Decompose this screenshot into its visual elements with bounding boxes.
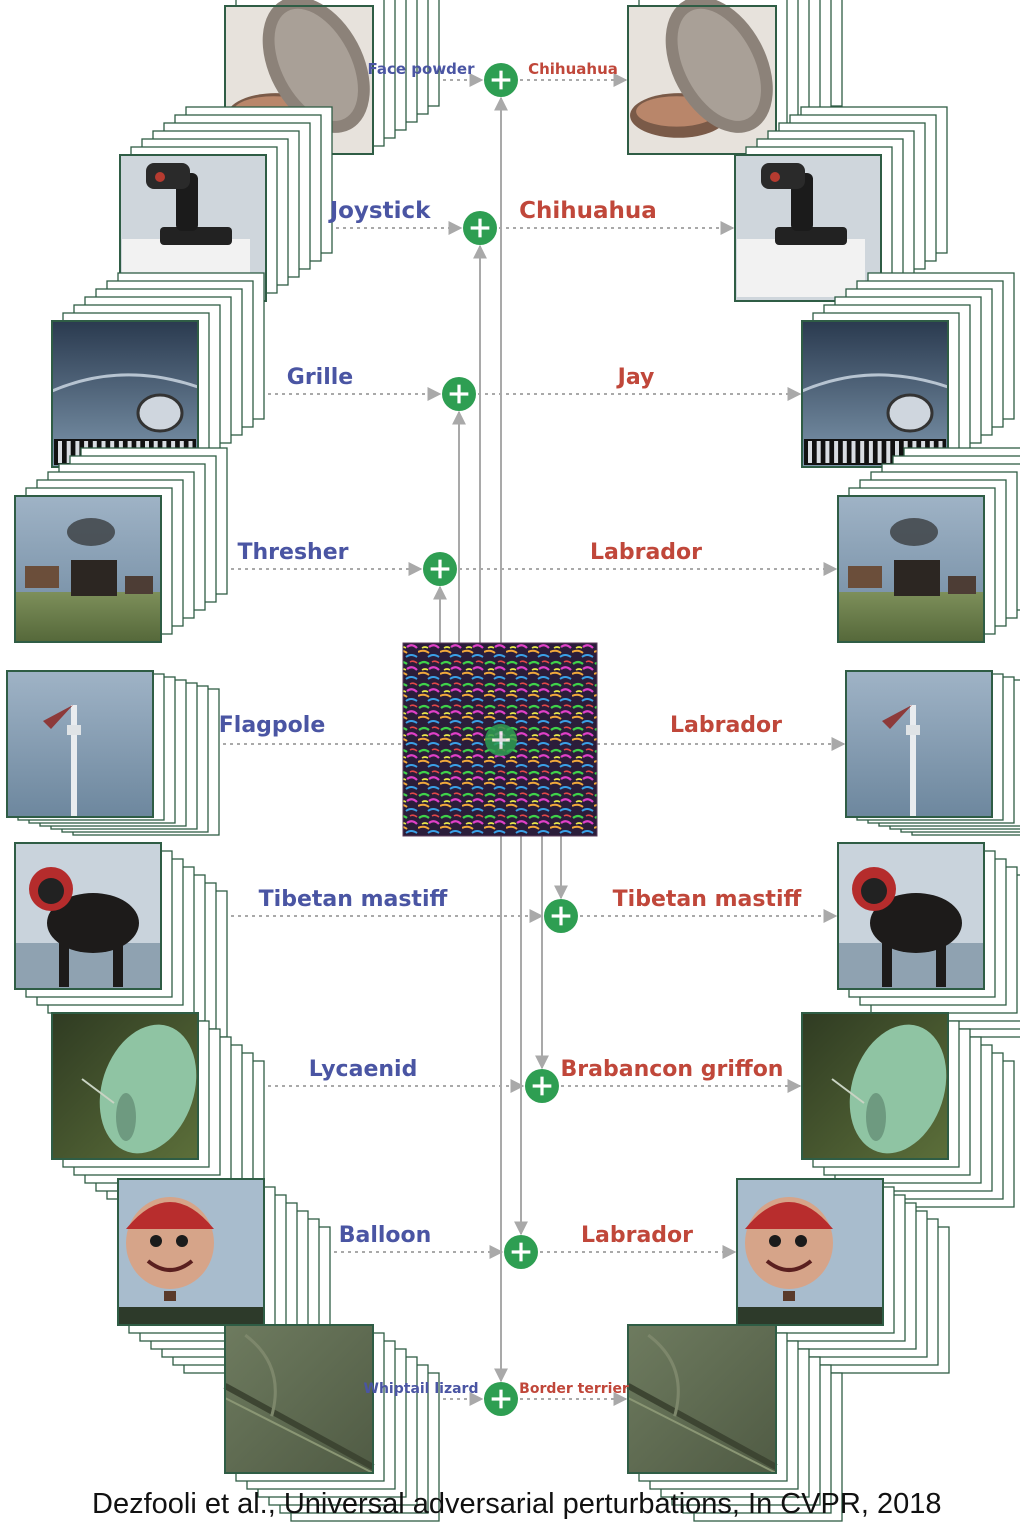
image-border — [734, 154, 882, 302]
plus-icon — [463, 211, 497, 245]
image-border — [627, 1324, 777, 1474]
original-image-stack — [14, 447, 228, 643]
original-image-lycaenid — [52, 1013, 198, 1159]
image-border — [224, 1324, 374, 1474]
original-label: Thresher — [238, 540, 349, 565]
original-label: Whiptail lizard — [364, 1381, 479, 1397]
perturbed-image-thresher — [838, 496, 984, 642]
frame-stacks — [6, 0, 1020, 1522]
perturbed-label: Labrador — [670, 713, 782, 738]
original-image-stack — [119, 106, 333, 302]
plus-icon — [525, 1069, 559, 1103]
plus-icon — [442, 377, 476, 411]
perturbed-image-stack — [801, 1012, 1015, 1208]
perturbed-label: Labrador — [581, 1223, 693, 1248]
perturbed-image-grille — [801, 321, 949, 467]
perturbed-image-face-powder — [628, 0, 776, 154]
plus-icon — [544, 899, 578, 933]
image-border — [801, 1012, 949, 1160]
image-border — [801, 320, 949, 468]
original-image-stack — [14, 842, 228, 1038]
original-image-flagpole — [7, 671, 153, 817]
perturbed-label: Chihuahua — [528, 60, 618, 78]
original-image-whiptail — [223, 1325, 375, 1474]
perturbed-image-joystick — [735, 155, 881, 301]
plus-icon — [484, 1382, 518, 1416]
original-image-stack — [51, 272, 265, 468]
perturbed-label: Chihuahua — [519, 198, 657, 224]
image-border — [845, 670, 993, 818]
image-border — [51, 1012, 199, 1160]
original-image-stack — [223, 1324, 440, 1522]
citation: Dezfooli et al., Universal adversarial p… — [92, 1488, 942, 1520]
perturbed-image-stack — [626, 1324, 843, 1522]
original-label: Flagpole — [219, 713, 326, 738]
perturbed-label: Brabancon griffon — [561, 1057, 784, 1082]
original-image-stack — [6, 670, 220, 836]
original-label: Lycaenid — [309, 1057, 418, 1082]
perturbed-image-whiptail — [626, 1325, 778, 1474]
perturbed-image-lycaenid — [802, 1013, 948, 1159]
plus-icon — [484, 63, 518, 97]
image-border — [736, 1178, 884, 1326]
perturbed-image-stack — [627, 0, 843, 155]
image-border — [627, 5, 777, 155]
image-border — [14, 495, 162, 643]
image-border — [837, 842, 985, 990]
original-label: Balloon — [339, 1223, 432, 1248]
image-border — [117, 1178, 265, 1326]
original-image-mastiff — [15, 843, 161, 989]
original-label: Face powder — [368, 60, 476, 78]
perturbed-image-mastiff — [838, 843, 984, 989]
original-label: Tibetan mastiff — [259, 887, 449, 912]
plus-layer — [423, 63, 578, 1416]
plus-icon — [504, 1235, 538, 1269]
original-label: Joystick — [328, 198, 432, 224]
image-border — [837, 495, 985, 643]
perturbed-label: Tibetan mastiff — [613, 887, 803, 912]
perturbed-image-stack — [837, 842, 1020, 1038]
plus-icon — [423, 552, 457, 586]
perturbed-label: Border terrier — [519, 1381, 629, 1397]
original-image-thresher — [15, 496, 161, 642]
perturbed-image-stack — [837, 447, 1020, 643]
perturbed-image-stack — [734, 106, 948, 302]
image-border — [6, 670, 154, 818]
perturbed-image-stack — [801, 272, 1015, 468]
original-image-grille — [51, 321, 199, 467]
perturbed-image-stack — [845, 670, 1020, 836]
image-border — [14, 842, 162, 990]
perturbed-image-flagpole — [846, 671, 992, 817]
original-image-stack — [51, 1012, 265, 1208]
perturbed-image-balloon — [737, 1179, 883, 1325]
original-image-balloon — [118, 1179, 264, 1325]
original-label: Grille — [287, 365, 353, 390]
perturbed-label: Jay — [616, 365, 655, 390]
perturbed-image-stack — [736, 1178, 950, 1374]
plus-icon — [485, 724, 517, 756]
perturbed-label: Labrador — [590, 540, 702, 565]
